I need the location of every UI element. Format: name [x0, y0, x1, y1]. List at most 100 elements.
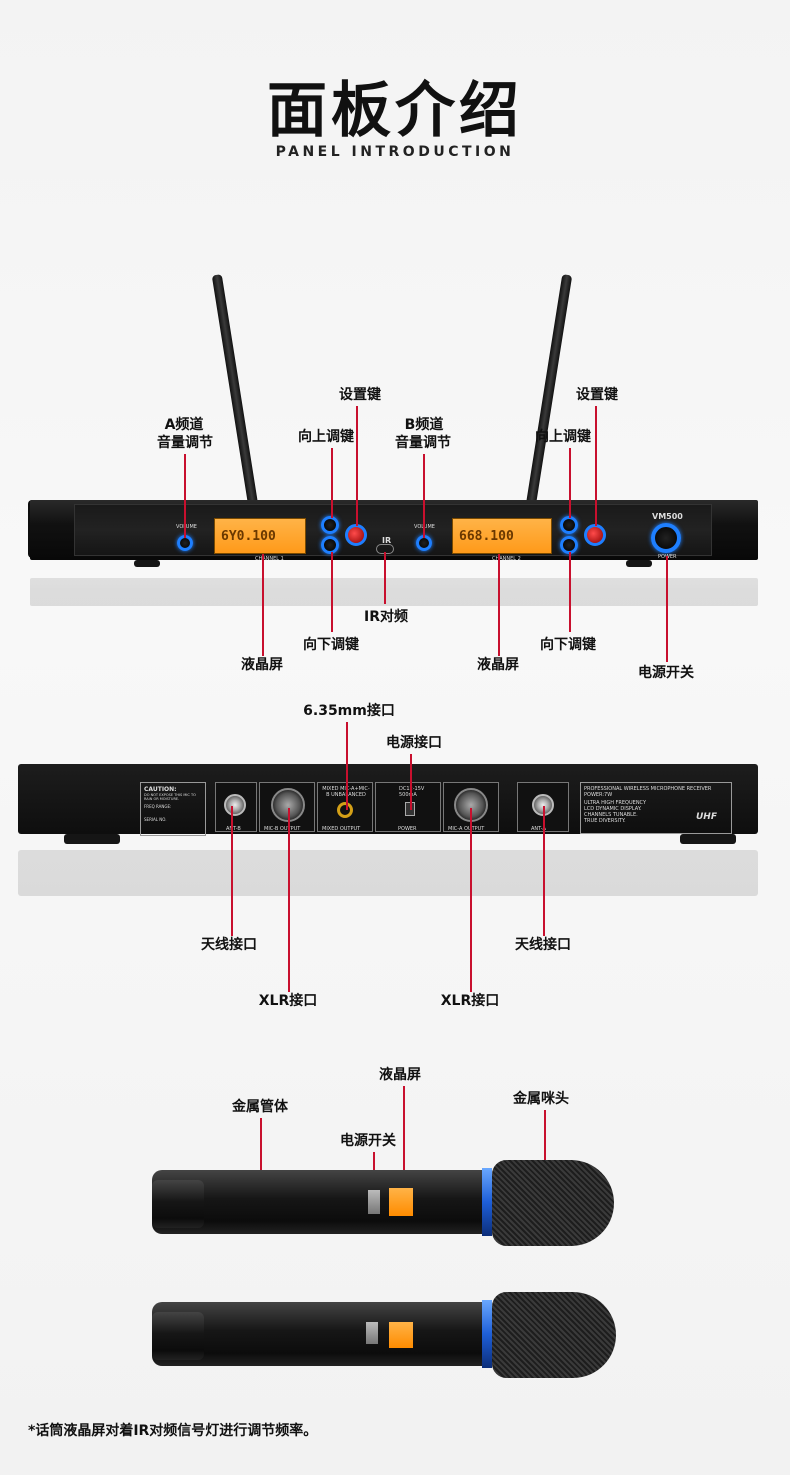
channel2-silk: CHANNEL 2: [492, 556, 521, 562]
down-a-button[interactable]: [321, 536, 339, 554]
line-b-volume: [423, 454, 425, 538]
lcd-a: 6Y0.100: [214, 518, 306, 554]
info-line4: LCD DYNAMIC DISPLAY.: [584, 806, 642, 812]
mixed-silk: MIXED OUTPUT: [322, 826, 361, 832]
label-down-a: 向下调键: [303, 637, 359, 653]
label-ir: IR对频: [364, 609, 408, 625]
antenna-left: [211, 274, 258, 505]
label-a-volume-2: 音量调节: [157, 435, 213, 451]
line-set-b: [595, 406, 597, 526]
line-power: [666, 556, 668, 662]
mic1-tube: [152, 1170, 492, 1234]
serial-silk: SERIAL NO.: [144, 817, 167, 822]
mic-b-silk: MIC-B OUTPUT: [264, 826, 301, 832]
label-down-b: 向下调键: [540, 637, 596, 653]
mic-a-silk: MIC-A OUTPUT: [448, 826, 485, 832]
back-foot-left: [64, 834, 120, 844]
set-b-button[interactable]: [584, 524, 606, 546]
mic2-power-switch[interactable]: [366, 1322, 378, 1344]
up-a-button[interactable]: [321, 516, 339, 534]
uhf-logo: UHF: [696, 812, 717, 822]
mic1-lcd: [389, 1188, 413, 1216]
lcd-b: 668.100: [452, 518, 552, 554]
set-a-button[interactable]: [345, 524, 367, 546]
jack-635[interactable]: [337, 802, 353, 818]
spec-box: PROFESSIONAL WIRELESS MICROPHONE RECEIVE…: [580, 782, 732, 834]
back-panel-section: CAUTION: DO NOT EXPOSE THIS MIC TO RAIN …: [0, 690, 790, 1020]
label-antenna-a: 天线接口: [515, 937, 571, 953]
label-up-b: 向上调键: [535, 429, 591, 445]
channel1-silk: CHANNEL 1: [255, 556, 284, 562]
info-line5: CHANNELS TUNABLE.: [584, 812, 638, 818]
mic1-tail: [152, 1180, 204, 1228]
label-metal-head: 金属咪头: [513, 1091, 569, 1107]
label-jack-635: 6.35mm接口: [303, 703, 395, 719]
label-xlr-b: XLR接口: [258, 993, 318, 1009]
line-power-port: [410, 754, 412, 810]
line-xlr-b: [288, 808, 290, 992]
info-line6: TRUE DIVERSITY.: [584, 818, 626, 824]
caution-box: CAUTION: DO NOT EXPOSE THIS MIC TO RAIN …: [140, 782, 206, 836]
line-down-a: [331, 552, 333, 632]
foot-right: [626, 560, 652, 567]
front-panel-section: VOLUME 6Y0.100 CHANNEL 1 IR VOLUME 668.1…: [0, 260, 790, 681]
line-lcd-a: [262, 554, 264, 656]
label-up-a: 向上调键: [298, 429, 354, 445]
volume-a-silk: VOLUME: [176, 524, 197, 530]
microphone-section: 液晶屏 金属管体 金属咪头 电源开关: [0, 1060, 790, 1400]
label-antenna-b: 天线接口: [201, 937, 257, 953]
line-ant-b: [231, 806, 233, 936]
page-subtitle: PANEL INTRODUCTION: [275, 144, 515, 160]
label-lcd-b: 液晶屏: [477, 657, 519, 673]
model-silk: VM500: [652, 512, 683, 521]
line-a-volume: [184, 454, 186, 538]
label-set-a: 设置键: [339, 387, 381, 403]
line-metal-head: [544, 1110, 546, 1186]
caution-text: DO NOT EXPOSE THIS MIC TO RAIN OR MOISTU…: [144, 793, 196, 801]
power-port-silk: POWER: [398, 826, 417, 832]
line-metal-tube: [260, 1118, 262, 1194]
foot-left: [134, 560, 160, 567]
line-lcd-b: [498, 554, 500, 656]
line-mic-lcd: [403, 1086, 405, 1200]
mic1-power-switch[interactable]: [368, 1190, 380, 1214]
mic1-blue-ring: [482, 1168, 492, 1236]
line-ant-a: [543, 806, 545, 936]
mic2-lcd: [389, 1322, 413, 1348]
ir-silk: IR: [382, 536, 392, 545]
label-power-switch: 电源开关: [638, 665, 694, 681]
line-jack-635: [346, 722, 348, 810]
info-line2: POWER:7W: [584, 792, 613, 798]
front-reflection: [30, 578, 758, 606]
info-line3: ULTRA HIGH FREQUENCY: [584, 800, 647, 806]
ant-b-silk: ANT-B: [226, 826, 241, 832]
power-button[interactable]: [651, 523, 681, 553]
ant-a-silk: ANT-A: [531, 826, 546, 832]
mic2-tube: [152, 1302, 492, 1366]
label-set-b: 设置键: [576, 387, 618, 403]
back-foot-right: [680, 834, 736, 844]
mic2-head: [492, 1292, 616, 1378]
line-up-b: [569, 448, 571, 518]
label-mic-power: 电源开关: [340, 1133, 396, 1149]
mic2-blue-ring: [482, 1300, 492, 1368]
page-title: 面板介绍: [267, 76, 523, 146]
label-power-port: 电源接口: [386, 735, 442, 751]
line-xlr-a: [470, 808, 472, 992]
label-lcd-a: 液晶屏: [241, 657, 283, 673]
back-reflection: [18, 850, 758, 896]
footnote: *话筒液晶屏对着IR对频信号灯进行调节频率。: [28, 1423, 318, 1439]
caution-title: CAUTION:: [144, 786, 177, 793]
mic2-tail: [152, 1312, 204, 1360]
up-b-button[interactable]: [560, 516, 578, 534]
label-xlr-a: XLR接口: [440, 993, 500, 1009]
line-up-a: [331, 448, 333, 518]
label-metal-tube: 金属管体: [232, 1099, 288, 1115]
power-spec-silk: DC12-15V 500mA: [399, 786, 425, 798]
line-down-b: [569, 552, 571, 632]
info-line1: PROFESSIONAL WIRELESS MICROPHONE RECEIVE…: [584, 786, 712, 792]
freq-range-silk: FREQ RANGE:: [144, 804, 172, 809]
ant-b-connector[interactable]: [224, 794, 246, 816]
line-set-a: [356, 406, 358, 526]
line-ir: [384, 552, 386, 604]
